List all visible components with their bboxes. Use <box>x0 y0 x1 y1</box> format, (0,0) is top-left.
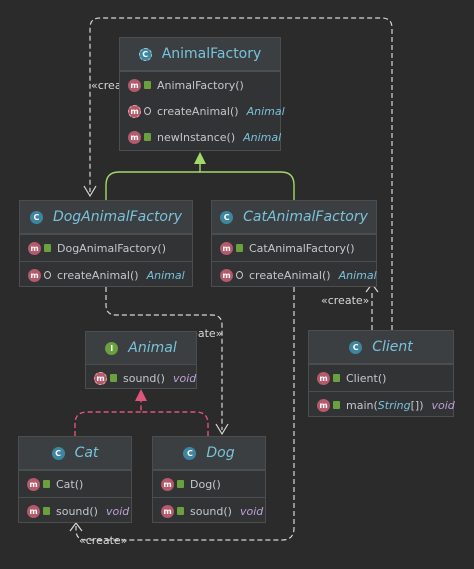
class-name: Dog <box>206 445 235 461</box>
public-icon <box>44 244 51 252</box>
protected-icon <box>44 271 51 279</box>
member-constructor: m Dog() <box>153 471 265 497</box>
node-cat[interactable]: C Cat m Cat() m sound() void <box>18 436 132 523</box>
method-icon: m <box>161 477 174 491</box>
member-sound: m sound() void <box>153 498 265 524</box>
member-create-animal: m createAnimal() Animal <box>20 262 192 288</box>
edge-dogfactory-creates-dog <box>105 287 223 430</box>
public-icon <box>177 480 184 488</box>
node-header: I Animal <box>86 332 196 365</box>
create-label-catfactory: «create» <box>321 294 370 307</box>
protected-icon <box>144 107 151 115</box>
method-icon: m <box>28 268 41 282</box>
node-cat-animal-factory[interactable]: C CatAnimalFactory m CatAnimalFactory() … <box>211 200 377 287</box>
public-icon <box>144 81 151 89</box>
create-arrowhead-dogfactory <box>83 185 97 198</box>
inheritance-arrowhead <box>194 152 206 164</box>
interface-name: Animal <box>128 340 177 356</box>
node-header: C Dog <box>153 437 265 470</box>
public-icon <box>110 374 117 382</box>
create-arrowhead-dog <box>215 423 229 436</box>
node-header: C AnimalFactory <box>120 38 280 71</box>
realization-arrowhead <box>135 389 147 401</box>
member-main: m main(String[]) void <box>309 392 455 418</box>
class-icon: C <box>51 446 65 460</box>
class-name: AnimalFactory <box>161 46 262 62</box>
node-dog[interactable]: C Dog m Dog() m sound() void <box>152 436 266 523</box>
edge-cat-to-animal <box>74 411 141 436</box>
create-label-cat: «create» <box>79 534 128 547</box>
public-icon <box>43 507 50 515</box>
public-icon <box>333 374 340 382</box>
member-constructor: m CatAnimalFactory() <box>212 235 376 261</box>
interface-icon: I <box>105 341 119 355</box>
method-icon: m <box>27 504 40 518</box>
node-client[interactable]: C Client m Client() m main(String[]) voi… <box>308 330 455 418</box>
public-icon <box>177 507 184 515</box>
node-header: C Cat <box>19 437 131 470</box>
static-method-icon: m <box>317 398 330 412</box>
member-constructor: m Cat() <box>19 471 131 497</box>
runnable-class-icon: C <box>349 340 363 354</box>
member-sound: m sound() void <box>86 365 196 391</box>
member-create-animal: m createAnimal() Animal <box>120 98 285 124</box>
public-icon <box>43 480 50 488</box>
edge-catfactory-creates-cat <box>75 287 295 541</box>
class-icon: C <box>220 210 234 224</box>
class-icon: C <box>29 210 43 224</box>
node-header: C CatAnimalFactory <box>212 201 376 234</box>
class-name: DogAnimalFactory <box>52 209 183 225</box>
create-arrowhead-cat <box>69 522 83 532</box>
node-dog-animal-factory[interactable]: C DogAnimalFactory m DogAnimalFactory() … <box>19 200 193 287</box>
method-icon: m <box>28 241 41 255</box>
member-sound: m sound() void <box>19 498 131 524</box>
public-icon <box>333 401 340 409</box>
edge-dog-to-animal <box>140 400 209 436</box>
member-new-instance: m newInstance() Animal <box>120 124 281 150</box>
method-icon: m <box>128 78 141 92</box>
edge-client-creates-dogfactory <box>89 17 393 330</box>
protected-icon <box>236 271 243 279</box>
public-icon <box>144 133 151 141</box>
abstract-method-icon: m <box>94 371 107 385</box>
method-icon: m <box>27 477 40 491</box>
class-icon: C <box>183 446 197 460</box>
method-icon: m <box>128 130 141 144</box>
node-header: C Client <box>309 331 453 364</box>
member-constructor: m DogAnimalFactory() <box>20 235 192 261</box>
edge-catfactory-to-animalfactory <box>199 162 295 200</box>
abstract-class-icon: C <box>138 47 152 61</box>
node-animal-interface[interactable]: I Animal m sound() void <box>85 331 197 389</box>
method-icon: m <box>317 371 330 385</box>
member-constructor: m Client() <box>309 365 453 391</box>
public-icon <box>236 244 243 252</box>
class-name: Cat <box>74 445 99 461</box>
method-icon: m <box>220 268 233 282</box>
member-constructor: m AnimalFactory() <box>120 72 280 98</box>
method-icon: m <box>161 504 174 518</box>
abstract-method-icon: m <box>128 104 141 118</box>
method-icon: m <box>220 241 233 255</box>
node-animal-factory[interactable]: C AnimalFactory m AnimalFactory() m crea… <box>119 37 285 151</box>
class-name: CatAnimalFactory <box>243 209 368 225</box>
class-name: Client <box>372 339 413 355</box>
node-header: C DogAnimalFactory <box>20 201 192 234</box>
edge-dogfactory-to-animalfactory <box>105 171 200 200</box>
member-create-animal: m createAnimal() Animal <box>212 262 377 288</box>
